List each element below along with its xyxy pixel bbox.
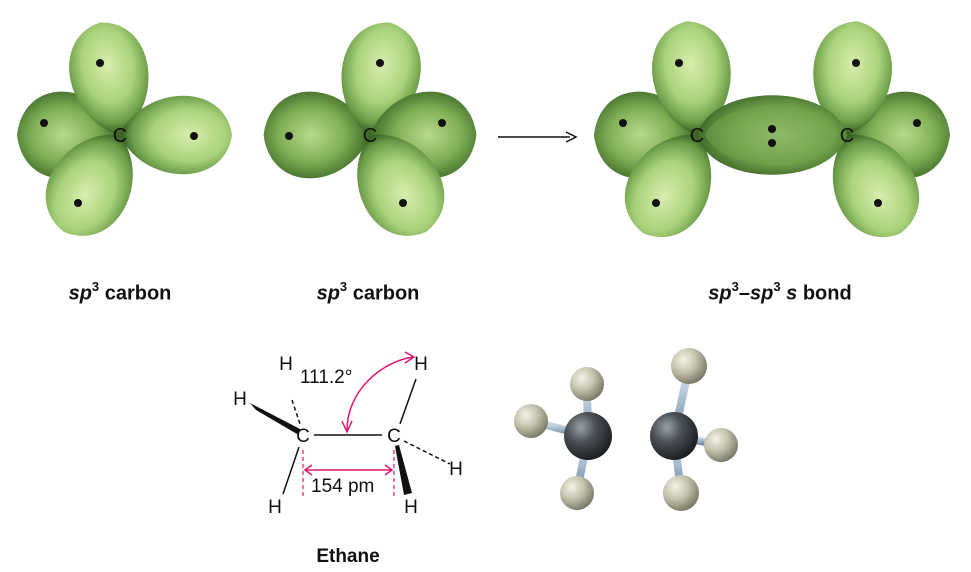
caption-dash: –: [738, 282, 750, 305]
bond-angle-label: 111.2°: [300, 367, 352, 388]
ethane-structure: C C H H H H H H 111.2° 154 pm: [233, 351, 463, 518]
dashed-bond: [291, 399, 301, 425]
electron-dot: [438, 119, 446, 127]
carbon-label: C: [296, 426, 310, 447]
caption-sp: sp: [750, 282, 774, 305]
caption-superscript: 3: [731, 279, 739, 294]
carbon-ball: [650, 412, 698, 460]
sp3-sp3-bond-orbital: C C: [593, 17, 951, 253]
carbon-label: C: [363, 125, 377, 147]
electron-dot: [768, 125, 776, 133]
caption-superscript: 3: [91, 279, 100, 294]
hydrogen-label: H: [414, 354, 428, 375]
hydrogen-label: H: [279, 354, 293, 375]
caption-text: bond: [797, 282, 852, 305]
sp3-orbital-left: C: [16, 15, 232, 253]
hydrogen-ball: [704, 428, 738, 462]
caption-text: carbon: [99, 282, 172, 305]
ethane-ball-and-stick-model: [514, 348, 738, 511]
electron-dot: [399, 199, 407, 207]
hydrogen-ball: [560, 476, 594, 510]
hydrogen-label: H: [233, 389, 247, 410]
wedge-bond: [250, 403, 300, 434]
single-bond: [282, 446, 300, 495]
ethane-title: Ethane: [316, 546, 380, 567]
hydrogen-ball: [514, 404, 548, 438]
single-bond: [399, 378, 417, 425]
electron-dot: [376, 59, 384, 67]
carbon-ball: [564, 412, 612, 460]
electron-dot: [913, 119, 921, 127]
caption-text: carbon: [347, 282, 420, 305]
sp3-orbital-middle: C: [263, 15, 477, 253]
caption-superscript: 3: [773, 279, 781, 294]
hydrogen-label: H: [449, 459, 463, 480]
caption-sp: sp: [316, 282, 340, 305]
hydrogen-ball: [671, 348, 707, 384]
bond-angle-arrow: [346, 356, 414, 431]
electron-dot: [190, 132, 198, 140]
electron-dot: [652, 199, 660, 207]
electron-dot: [40, 119, 48, 127]
caption-sp: sp: [68, 282, 92, 305]
electron-dot: [852, 59, 860, 67]
carbon-label: C: [690, 125, 704, 147]
carbon-label: C: [387, 426, 401, 447]
electron-dot: [74, 199, 82, 207]
wedge-bond: [395, 445, 412, 495]
electron-dot: [619, 119, 627, 127]
electron-dot: [768, 139, 776, 147]
carbon-label: C: [840, 125, 854, 147]
electron-dot: [96, 59, 104, 67]
electron-dot: [874, 199, 882, 207]
hydrogen-ball: [570, 367, 604, 401]
caption-superscript: 3: [339, 279, 348, 294]
electron-dot: [675, 59, 683, 67]
caption-sigma-bond: sp3–sp3 s bond: [690, 279, 870, 306]
hydrogen-label: H: [404, 497, 418, 518]
carbon-label: C: [113, 125, 127, 147]
caption-sp3-carbon-middle: sp3 carbon: [298, 279, 438, 306]
hydrogen-label: H: [268, 497, 282, 518]
caption-sp: sp: [708, 282, 732, 305]
caption-sp3-carbon-left: sp3 carbon: [50, 279, 190, 306]
hydrogen-ball: [663, 475, 699, 511]
bond-length-label: 154 pm: [311, 476, 374, 497]
caption-sigma: s: [780, 282, 798, 305]
electron-dot: [285, 132, 293, 140]
right-arrow-icon: [498, 131, 578, 143]
dashed-bond: [403, 440, 451, 465]
